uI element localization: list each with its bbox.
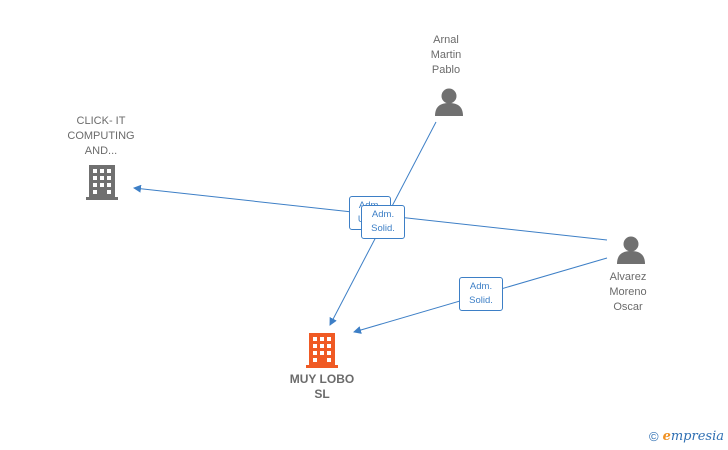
edge-label-line2: Solid. <box>469 295 493 306</box>
edge-label-line1: Adm. <box>469 281 493 292</box>
copyright-symbol: © <box>648 428 659 444</box>
building-icon[interactable] <box>86 165 118 205</box>
node-label-alvarez[interactable]: Alvarez Moreno Oscar <box>609 271 647 313</box>
empresia-logo: empresia <box>662 429 724 444</box>
empresia-watermark: © empresia <box>648 428 724 445</box>
node-label-muy-lobo[interactable]: MUY LOBO SL <box>289 372 355 401</box>
building-icon[interactable] <box>306 333 338 373</box>
edge-label-line1: Adm. <box>371 209 395 220</box>
edge-label-line2: Solid. <box>371 223 395 234</box>
edge-label-adm-solid-alvarez[interactable]: Adm. Solid. <box>459 277 503 311</box>
node-label-click-it[interactable]: CLICK- IT COMPUTING AND... <box>67 115 135 157</box>
person-icon[interactable] <box>616 236 646 269</box>
person-icon[interactable] <box>434 88 464 121</box>
edge-label-adm-solid-arnal[interactable]: Adm. Solid. <box>361 205 405 239</box>
node-label-arnal[interactable]: Arnal Martin Pablo <box>430 34 462 76</box>
